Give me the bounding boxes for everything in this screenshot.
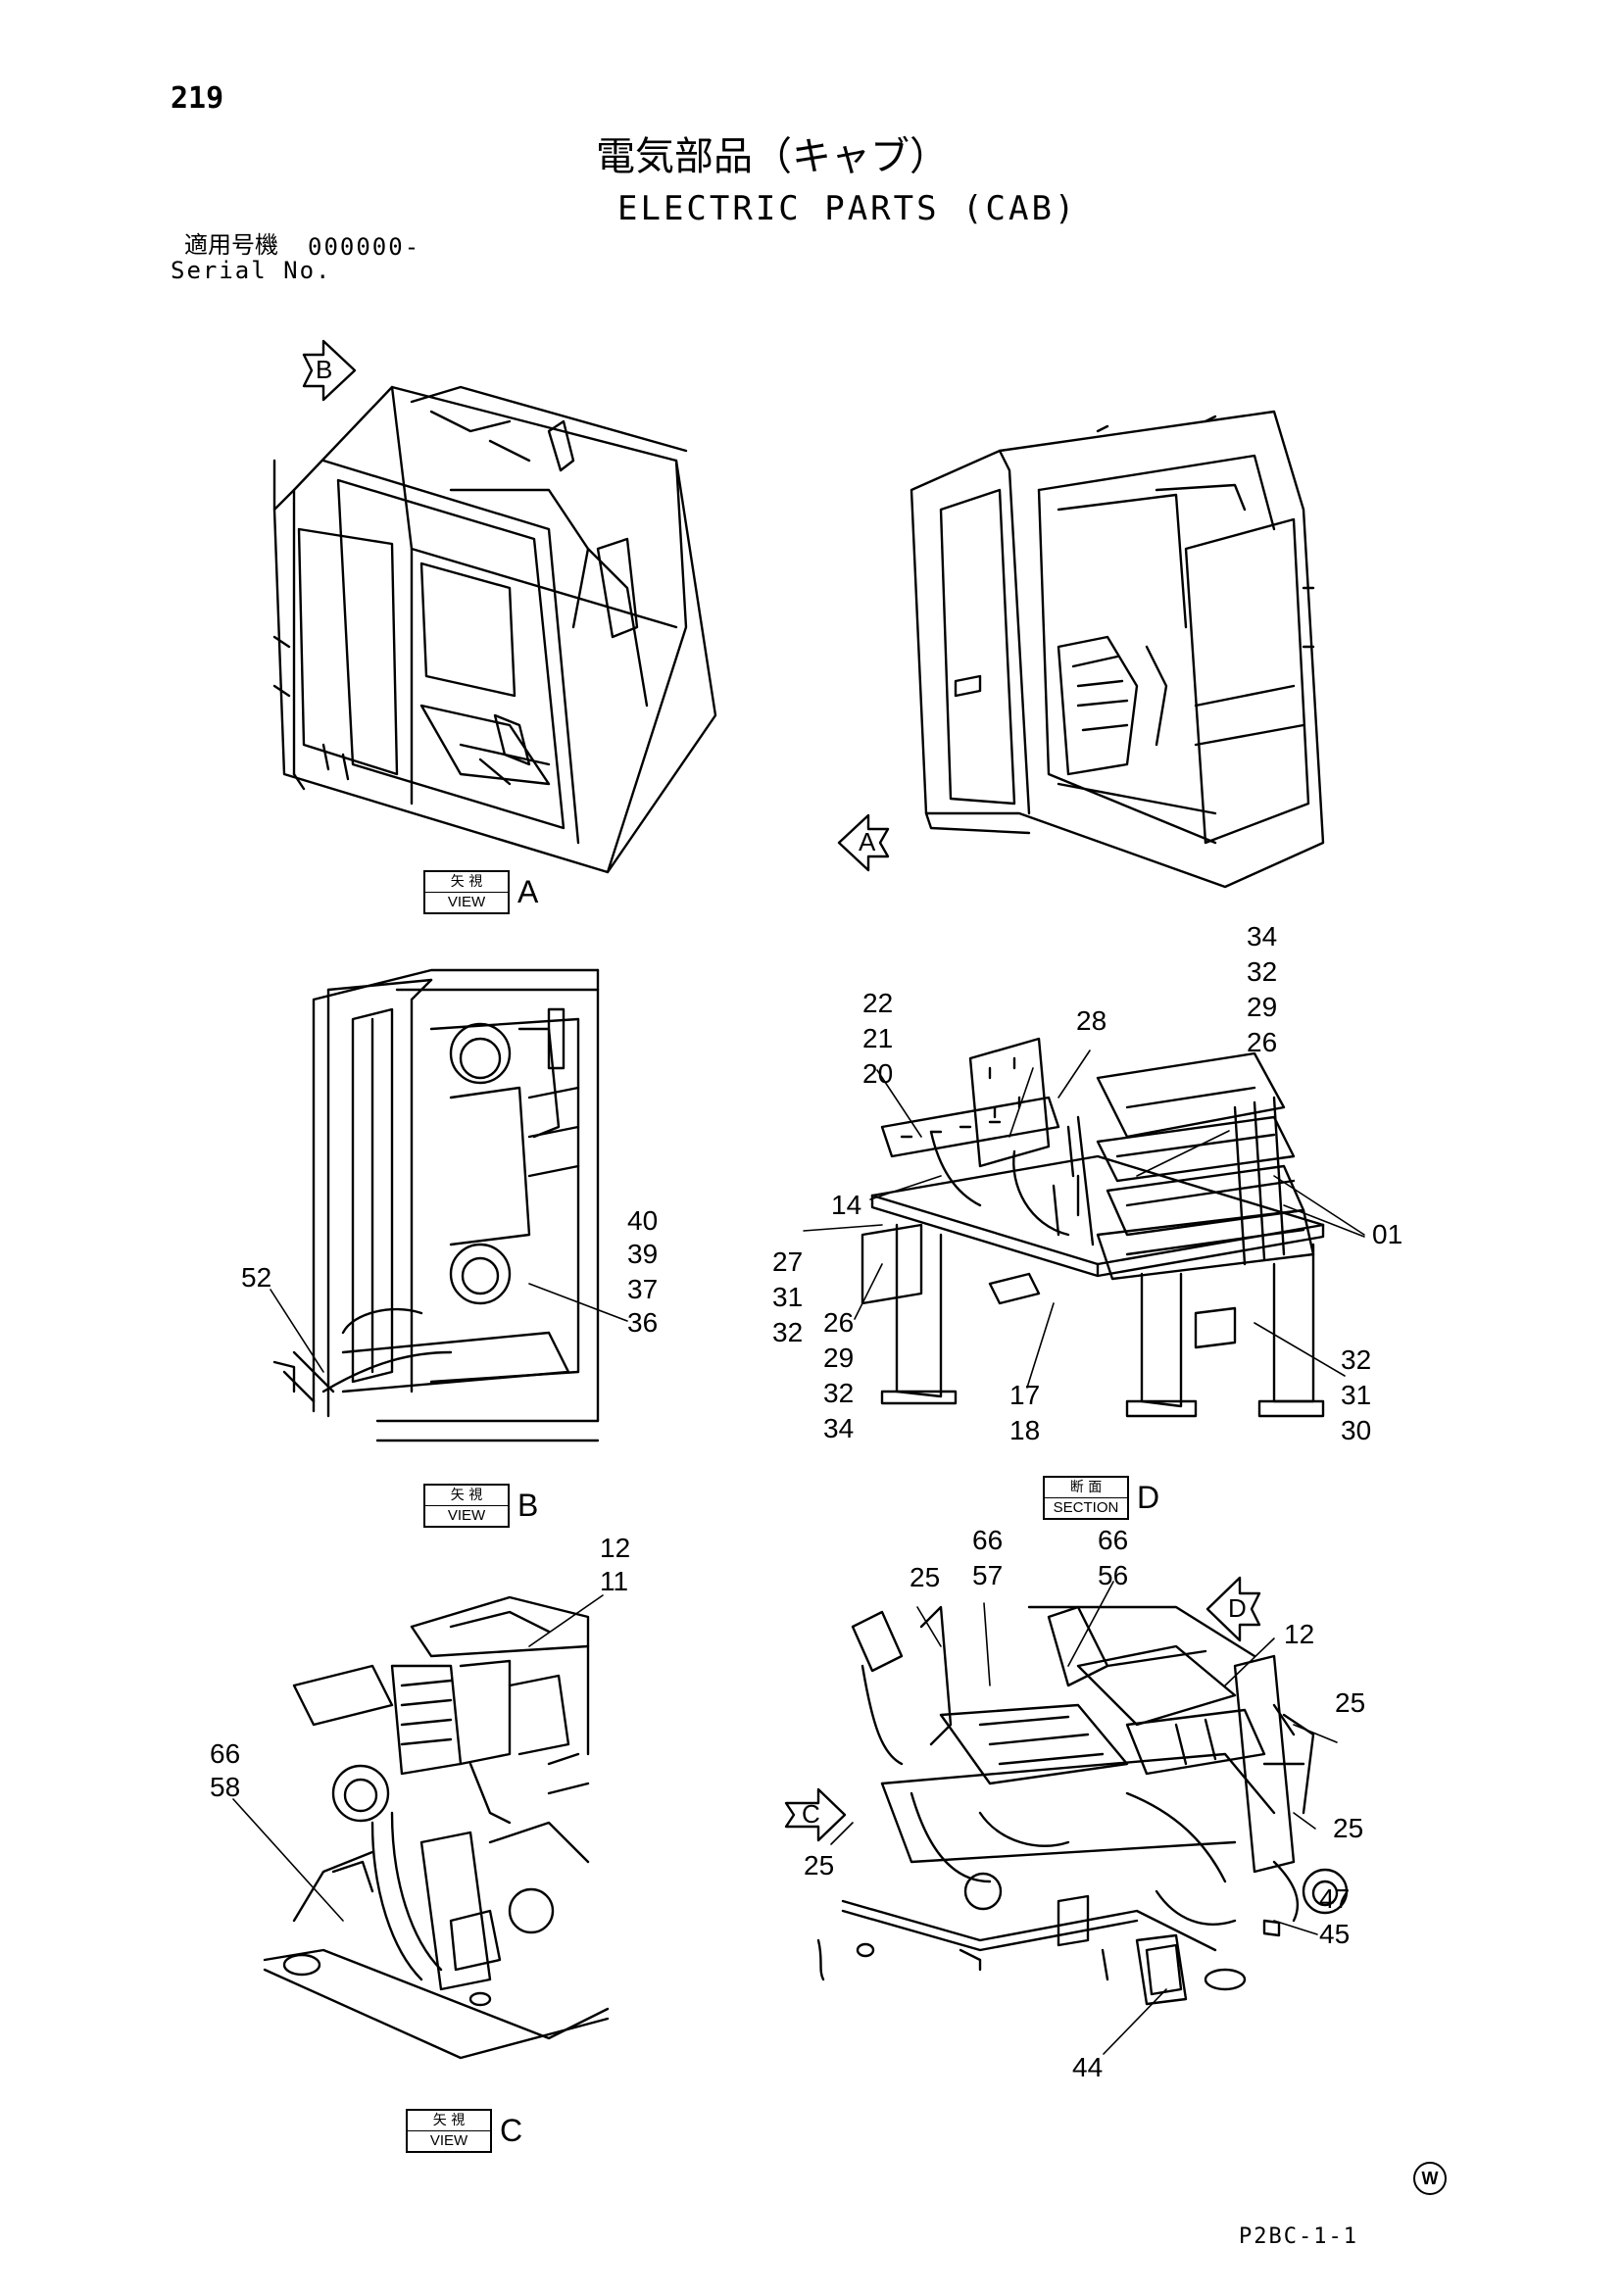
view-b-drawing	[272, 968, 600, 1442]
callout-32-bottom: 32	[823, 1378, 855, 1408]
view-label-c-letter: C	[500, 2113, 523, 2148]
callout-52: 52	[241, 1262, 272, 1293]
callout-22: 22	[862, 988, 894, 1018]
footer-code: P2BC-1-1	[1239, 2224, 1358, 2249]
section-d-drawing	[861, 1037, 1325, 1418]
callout-21: 21	[862, 1023, 894, 1053]
callout-25-c: 25	[1333, 1813, 1364, 1843]
arrow-b-letter: B	[316, 355, 333, 384]
callout-26-bottom: 26	[823, 1307, 855, 1338]
arrow-d	[1205, 1576, 1261, 1642]
arrow-c-letter: C	[802, 1799, 820, 1829]
callout-29-top: 29	[1247, 992, 1278, 1022]
view-c-drawing	[263, 1595, 610, 2060]
callout-32-right: 32	[1341, 1344, 1372, 1375]
callout-01: 01	[1372, 1219, 1403, 1249]
callout-57: 57	[972, 1560, 1004, 1590]
arrow-a	[837, 813, 890, 872]
callout-27: 27	[772, 1246, 804, 1277]
view-label-a-letter: A	[517, 874, 539, 909]
callout-40: 40	[627, 1205, 659, 1236]
callout-39: 39	[627, 1239, 659, 1269]
cab-drawing-right	[910, 410, 1325, 889]
section-label-d-jp: 断 面	[1045, 1478, 1127, 1498]
callout-34-bottom: 34	[823, 1413, 855, 1443]
view-label-c-jp: 矢 視	[408, 2111, 490, 2131]
callout-66-a: 66	[972, 1525, 1004, 1555]
callout-26-top: 26	[1247, 1027, 1278, 1057]
arrow-d-letter: D	[1228, 1593, 1247, 1623]
callout-12-viewc: 12	[600, 1533, 631, 1563]
callout-37: 37	[627, 1274, 659, 1304]
arrow-b	[302, 339, 357, 402]
callout-66-b: 66	[1098, 1525, 1129, 1555]
callout-20: 20	[862, 1058, 894, 1089]
view-label-b-jp: 矢 視	[425, 1486, 508, 1506]
view-label-a-en: VIEW	[447, 894, 486, 910]
callout-44: 44	[1072, 2052, 1104, 2082]
arrow-c	[784, 1787, 847, 1842]
callout-18: 18	[1009, 1415, 1041, 1445]
callout-25-d: 25	[804, 1850, 835, 1881]
view-label-b-letter: B	[517, 1488, 539, 1523]
section-label-d-letter: D	[1137, 1480, 1160, 1515]
page-number: 219	[171, 81, 224, 116]
callout-56: 56	[1098, 1560, 1129, 1590]
serial-en-label: Serial No.	[171, 257, 332, 284]
callout-17: 17	[1009, 1380, 1041, 1410]
assembly-drawing-bottom-right	[816, 1605, 1349, 2006]
callout-11: 11	[600, 1566, 629, 1596]
callout-14: 14	[831, 1190, 862, 1220]
callout-47: 47	[1319, 1883, 1351, 1914]
callout-12-br: 12	[1284, 1619, 1315, 1649]
callout-31-left: 31	[772, 1282, 804, 1312]
serial-value: 000000-	[308, 233, 421, 261]
view-label-a-jp: 矢 視	[425, 872, 508, 893]
serial-jp-label: 適用号機	[184, 231, 278, 259]
title-japanese: 電気部品（キャブ）	[596, 134, 949, 179]
callout-25-a: 25	[910, 1562, 941, 1592]
view-label-c-en: VIEW	[429, 2132, 468, 2149]
arrow-a-letter: A	[859, 827, 876, 856]
callout-29-bottom: 29	[823, 1343, 855, 1373]
cab-drawing-left	[272, 385, 717, 874]
footer-w-mark: W	[1413, 2162, 1447, 2195]
callout-34-top: 34	[1247, 921, 1278, 952]
callout-45: 45	[1319, 1919, 1351, 1949]
callout-28: 28	[1076, 1005, 1107, 1036]
callout-58: 58	[210, 1772, 241, 1802]
leader-lines	[232, 1050, 1365, 2055]
section-label-d-en: SECTION	[1053, 1499, 1119, 1516]
callout-30: 30	[1341, 1415, 1372, 1445]
callout-66-viewc: 66	[210, 1738, 241, 1769]
callout-36: 36	[627, 1307, 659, 1338]
callout-32-top: 32	[1247, 956, 1278, 987]
title-english: ELECTRIC PARTS (CAB)	[617, 189, 1078, 228]
view-label-b-en: VIEW	[447, 1507, 486, 1524]
callout-32-left: 32	[772, 1317, 804, 1347]
callout-31-right: 31	[1341, 1380, 1372, 1410]
callout-25-b: 25	[1335, 1687, 1366, 1718]
